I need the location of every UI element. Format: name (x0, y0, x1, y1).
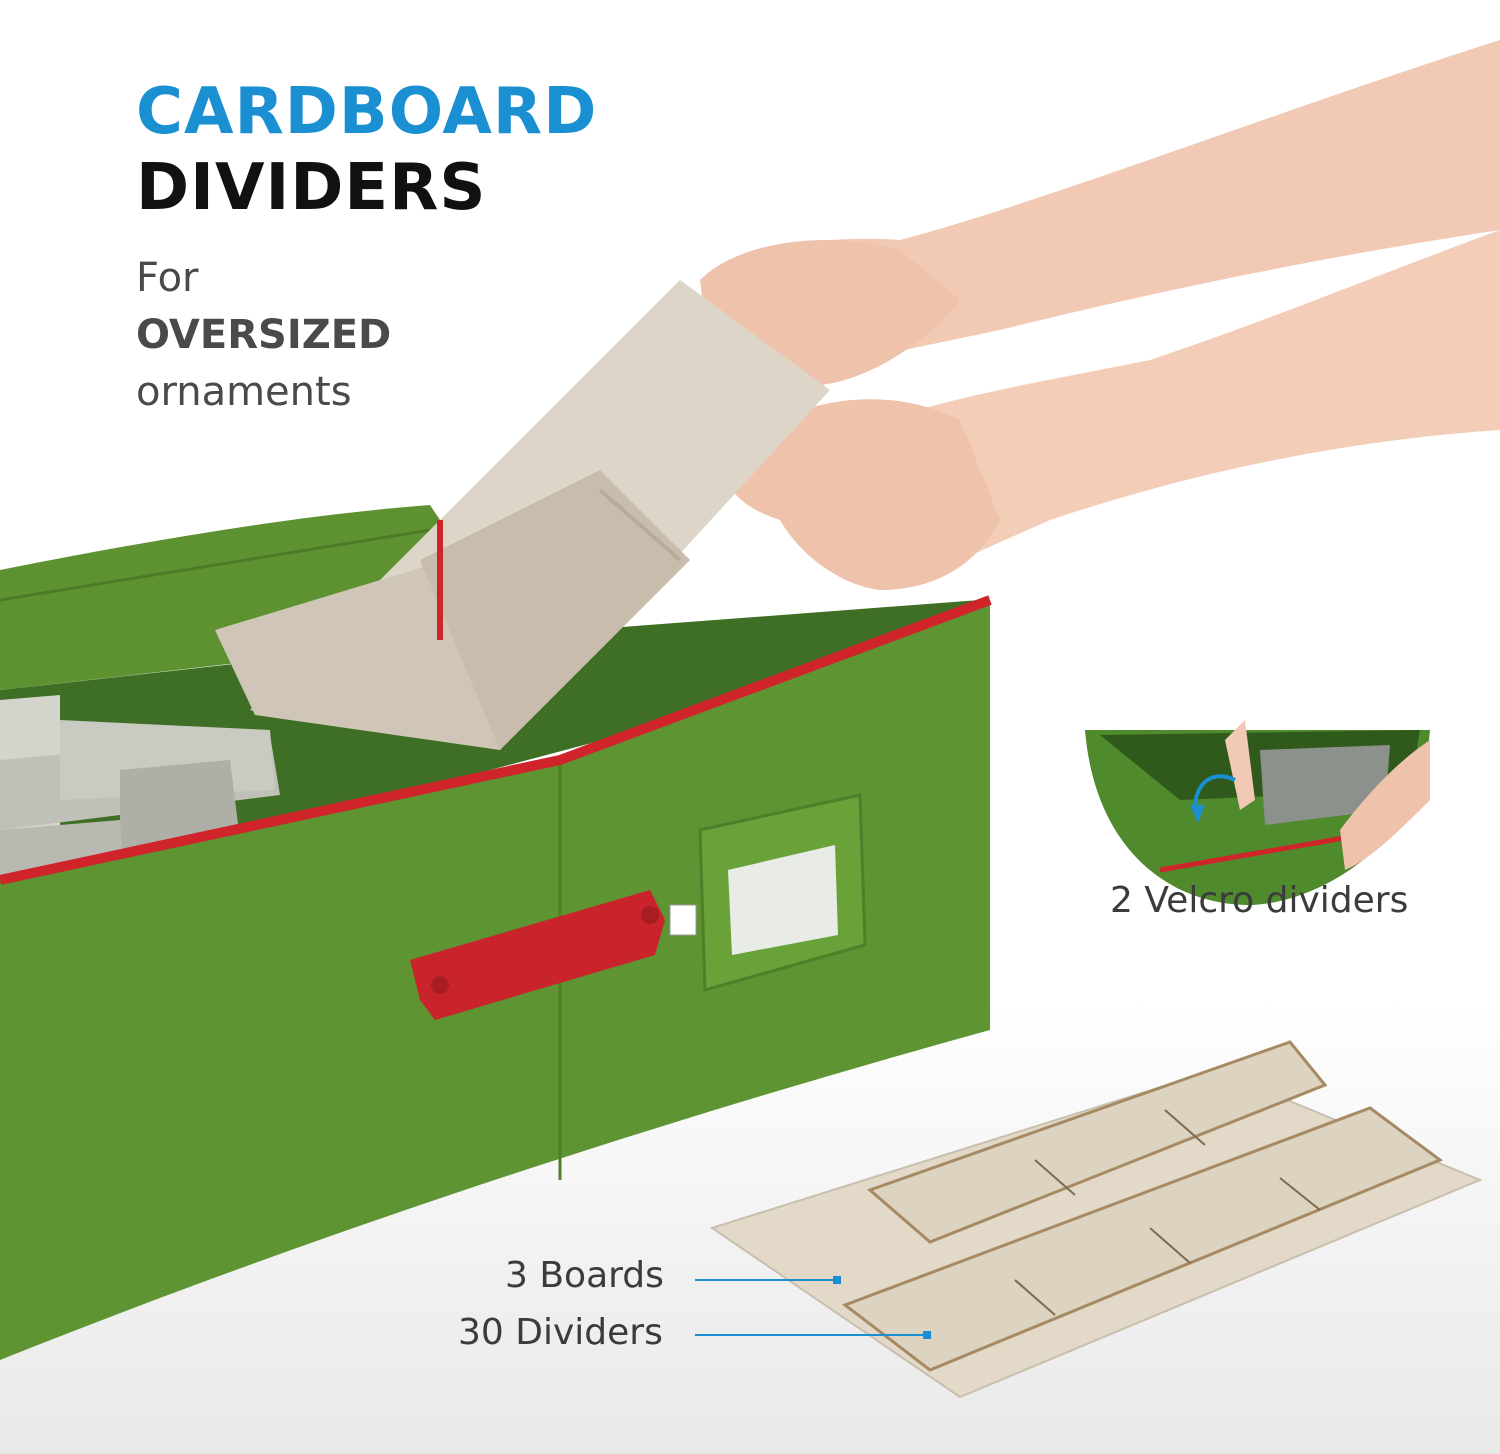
headline-cardboard: CARDBOARD (136, 75, 598, 149)
right-arm (860, 230, 1500, 560)
headline-dividers: DIVIDERS (136, 151, 487, 225)
velcro-callout: 2 Velcro dividers (1110, 880, 1409, 921)
sub-ornaments: ornaments (136, 369, 352, 415)
label-pocket (698, 793, 867, 992)
red-handle (410, 890, 697, 1020)
right-hand (720, 399, 1000, 590)
sub-for: For (136, 255, 199, 301)
velcro-inset (1085, 720, 1430, 905)
compartment-grid (0, 695, 280, 900)
cardboard-boards-stack (709, 1040, 1483, 1399)
dividers-leader-line (695, 1331, 931, 1339)
dividers-callout: 30 Dividers (458, 1312, 663, 1353)
boards-leader-line (695, 1276, 841, 1284)
subheadline: For OVERSIZED ornaments (136, 250, 391, 421)
headline: CARDBOARD DIVIDERS (136, 74, 597, 226)
sub-oversized: OVERSIZED (136, 312, 392, 358)
boards-callout: 3 Boards (505, 1255, 664, 1296)
cardboard-divider-lifted (215, 280, 830, 750)
